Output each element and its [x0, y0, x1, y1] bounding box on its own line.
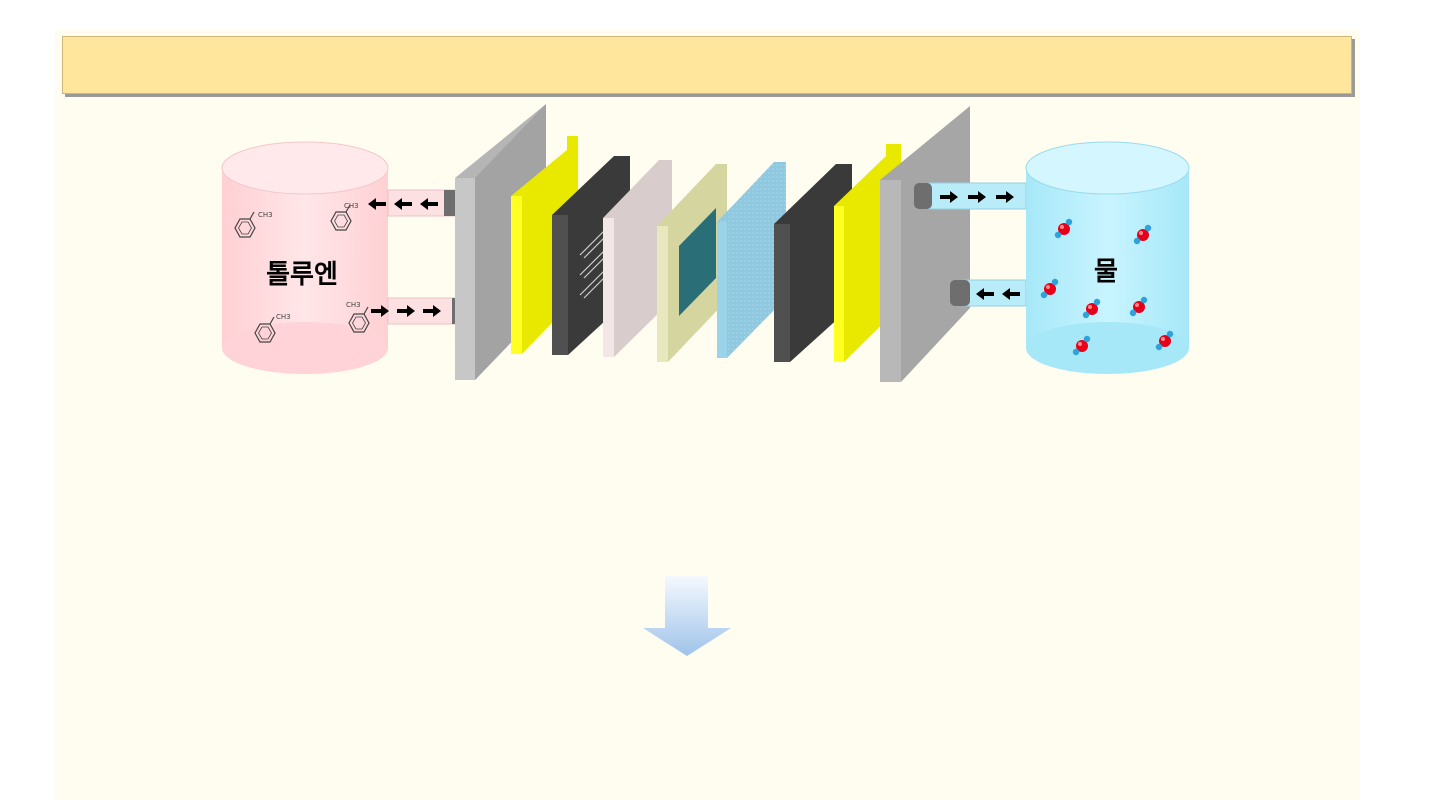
molecule-label: CH3	[258, 211, 273, 219]
down-arrow-icon	[643, 576, 731, 656]
molecule-label: CH3	[346, 301, 361, 309]
left-pipes	[387, 189, 460, 325]
flow-arrow-icon	[371, 305, 441, 317]
mea	[657, 164, 727, 362]
title-bar	[62, 36, 1352, 94]
flow-arrow-icon	[976, 288, 1020, 300]
flow-arrow-icon	[940, 191, 1014, 203]
molecule-label: CH3	[344, 202, 359, 210]
gas-diffusion-layer	[717, 162, 786, 358]
water-label: 물	[1094, 257, 1118, 287]
toluene-tank: CH3 CH3 CH3 CH3 톨루엔	[221, 141, 389, 374]
gasket-left	[603, 160, 672, 357]
bipolar-plate-right	[774, 164, 852, 362]
molecule-label: CH3	[276, 313, 291, 321]
water-tank: 물	[1025, 141, 1190, 374]
flow-arrow-icon	[368, 198, 438, 210]
end-plate-right	[880, 106, 970, 382]
toluene-label: 톨루엔	[266, 260, 338, 290]
